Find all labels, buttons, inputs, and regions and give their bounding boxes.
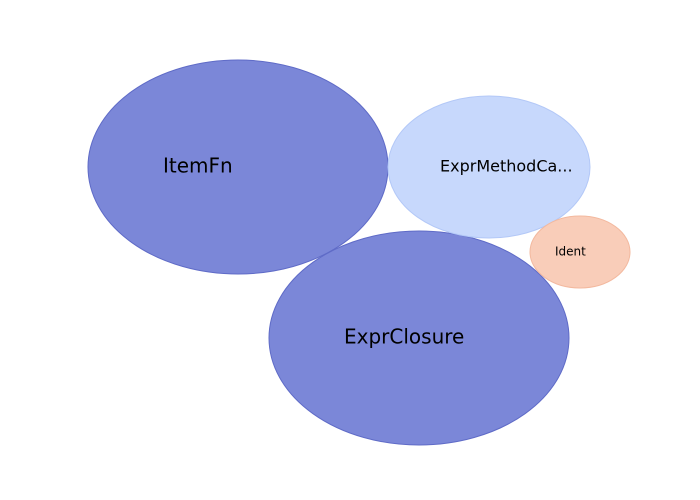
bubble-ident[interactable] [529, 215, 631, 289]
bubble-label-exprclosure: ExprClosure [344, 325, 464, 349]
bubble-label-ident: Ident [555, 245, 586, 259]
bubble-exprmethodca[interactable] [387, 95, 591, 239]
bubble-label-itemfn: ItemFn [163, 154, 233, 178]
bubble-itemfn[interactable] [87, 59, 389, 275]
bubble-exprclosure[interactable] [268, 230, 570, 446]
bubble-label-exprmethodca: ExprMethodCa... [440, 157, 573, 176]
